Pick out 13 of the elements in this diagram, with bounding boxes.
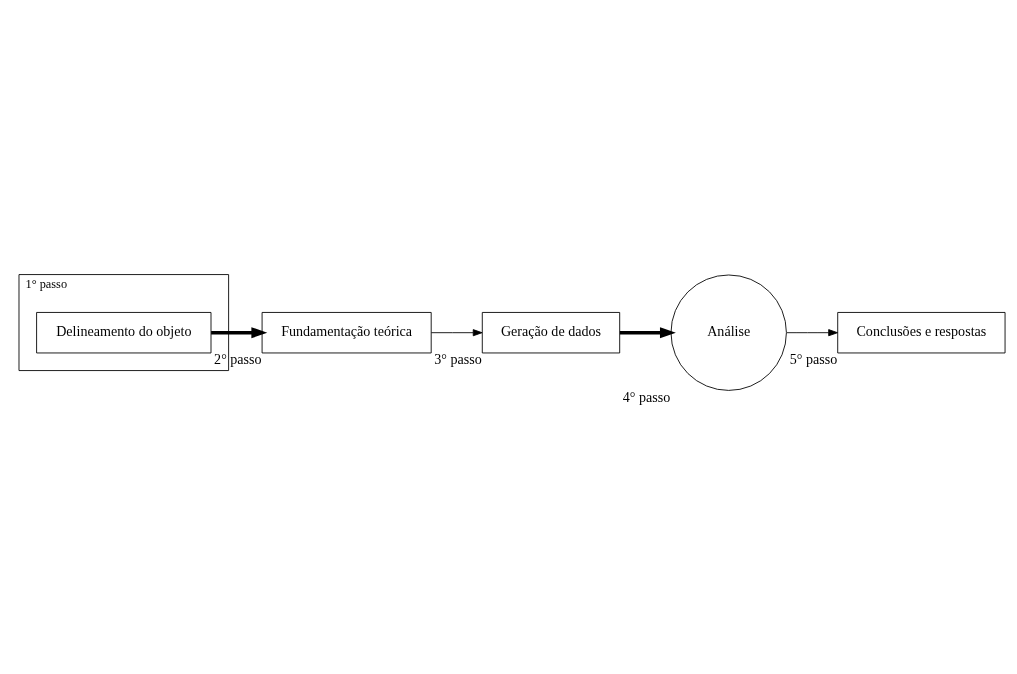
node-box: Delineamento do objeto <box>36 312 212 354</box>
node-label: 3° passo <box>434 351 482 368</box>
arrow <box>786 329 838 337</box>
node-label: 4° passo <box>622 388 671 405</box>
arrow <box>619 327 676 339</box>
node-box: Fundamentação teórica <box>261 312 432 354</box>
arrow <box>430 329 483 337</box>
node-label: 5° passo <box>789 351 838 368</box>
node-box: Conclusões e respostas <box>837 312 1006 354</box>
node-label: 2° passo <box>214 351 262 368</box>
arrow <box>211 327 268 339</box>
node-circle: Análise <box>670 274 787 391</box>
node-box: Geração de dados <box>481 312 621 354</box>
